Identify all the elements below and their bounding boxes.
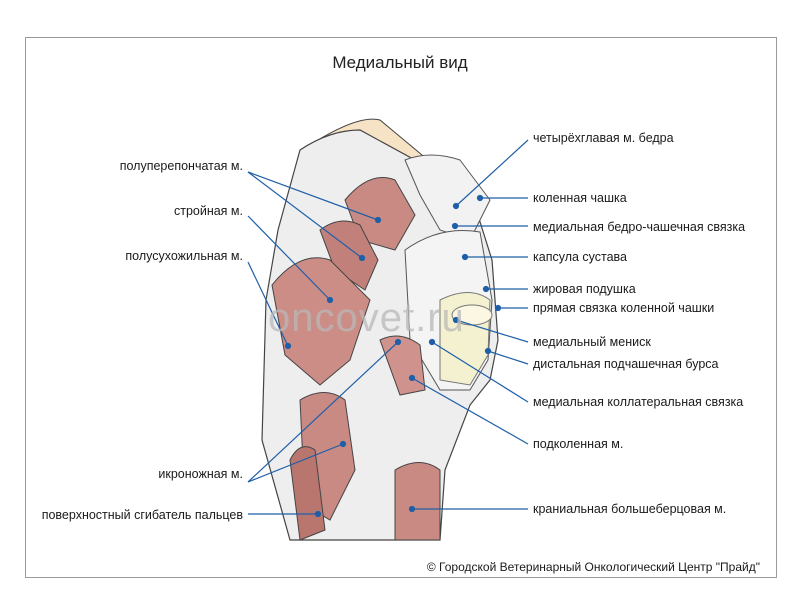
tibialis-shape xyxy=(394,462,441,541)
label-superficial-flexor: поверхностный сгибатель пальцев xyxy=(41,508,243,522)
label-gracilis: стройная м. xyxy=(173,204,243,218)
label-gastrocnemius: икроножная м. xyxy=(158,467,243,481)
label-joint-capsule: капсула сустава xyxy=(533,250,628,264)
label-patellar-ligament: прямая связка коленной чашки xyxy=(533,301,715,315)
label-semitendinosus: полусухожильная м. xyxy=(125,249,243,263)
left-pointer-lines xyxy=(247,171,402,518)
copyright-text: © Городской Ветеринарный Онкологический … xyxy=(426,560,760,574)
label-patella: коленная чашка xyxy=(533,191,627,205)
label-fat-pad: жировая подушка xyxy=(533,282,636,296)
watermark: oncovet.ru xyxy=(268,296,465,340)
label-popliteus: подколенная м. xyxy=(533,437,624,451)
diagram-title: Медиальный вид xyxy=(332,53,468,72)
label-distal-infrapatellar-bursa: дистальная подчашечная бурса xyxy=(533,357,719,371)
semitendinosus-shape xyxy=(271,257,371,386)
label-medial-femoropatellar-ligament: медиальная бедро-чашечная связка xyxy=(533,220,746,234)
label-semimembranosus: полуперепончатая м. xyxy=(119,159,243,173)
right-pointer-lines xyxy=(408,139,529,513)
label-medial-collateral-ligament: медиальная коллатеральная связка xyxy=(533,395,744,409)
flexor-shape xyxy=(289,446,326,541)
label-medial-meniscus: медиальный мениск xyxy=(533,335,651,349)
gracilis-shape xyxy=(319,220,379,291)
label-cranial-tibial: краниальная большеберцовая м. xyxy=(533,502,727,516)
label-quadriceps: четырёхглавая м. бедра xyxy=(533,131,674,145)
